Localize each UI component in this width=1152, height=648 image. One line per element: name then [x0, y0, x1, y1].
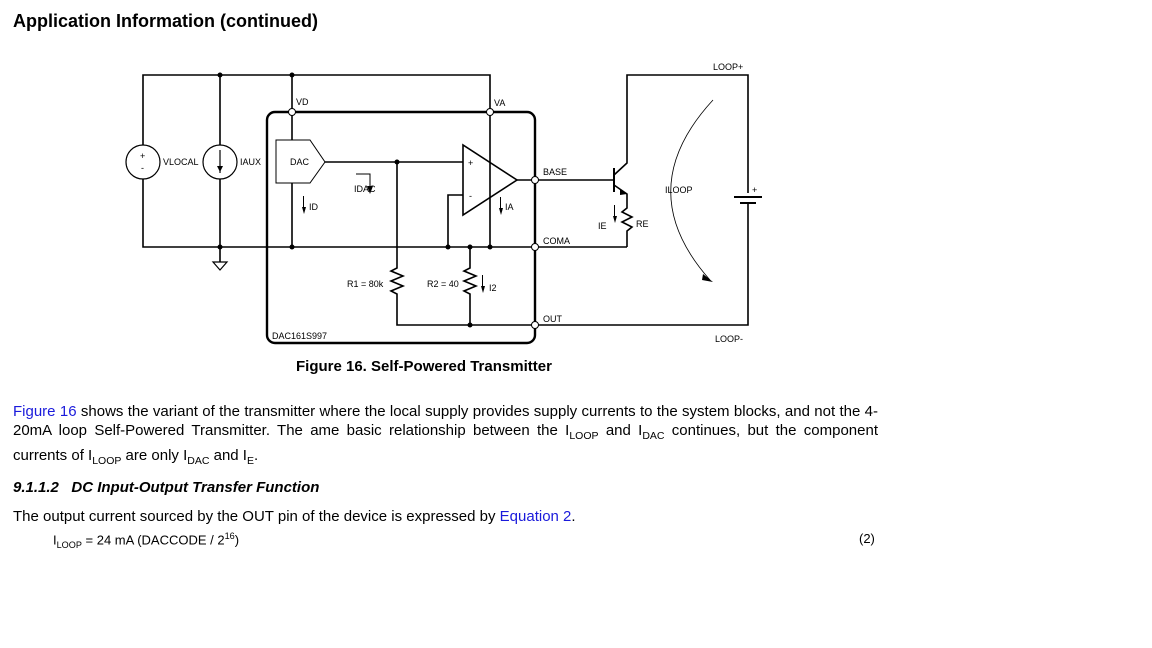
minus-sign: -: [141, 163, 144, 173]
text: and I: [209, 447, 247, 464]
sub: DAC: [187, 455, 210, 467]
dac-block-label: DAC: [290, 157, 310, 167]
chip-name: DAC161S997: [272, 331, 327, 341]
text: shows the variant of the transmitter whe…: [13, 403, 878, 439]
text: are only I: [121, 447, 188, 464]
out-pin-label: OUT: [543, 314, 563, 324]
figure-link[interactable]: Figure 16: [13, 403, 77, 420]
opamp-minus: -: [469, 191, 472, 201]
equation-link[interactable]: Equation 2: [499, 508, 572, 525]
i2-label: I2: [489, 283, 497, 293]
sup: 16: [224, 531, 235, 541]
text: .: [571, 508, 576, 525]
section-heading: 9.1.1.2 DC Input-Output Transfer Functio…: [13, 479, 320, 496]
sub: DAC: [642, 430, 665, 442]
ie-label: IE: [598, 221, 607, 231]
self-powered-transmitter-diagram: + - VLOCAL IAUX VD VA DAC IDAC ID IA + -…: [125, 62, 762, 345]
body-text: The output current sourced by the OUT pi…: [13, 508, 576, 525]
loop-minus-label: LOOP-: [715, 334, 743, 344]
r1-label: R1 = 80k: [347, 279, 384, 289]
base-pin-label: BASE: [543, 167, 567, 177]
ia-label: IA: [505, 202, 514, 212]
va-pin-label: VA: [494, 98, 505, 108]
r2-label: R2 = 40: [427, 279, 459, 289]
opamp-plus: +: [468, 158, 473, 168]
equation-number: (2): [859, 531, 875, 546]
text: ): [234, 532, 240, 548]
vlocal-label: VLOCAL: [163, 157, 199, 167]
vd-pin-label: VD: [296, 97, 309, 107]
text: The output current sourced by the OUT pi…: [13, 508, 500, 525]
equation: ILOOP = 24 mA (DACCODE / 216): [53, 531, 239, 550]
text: continues, but the component currents of…: [13, 422, 878, 464]
id-label: ID: [309, 202, 319, 212]
page-heading: Application Information (continued): [13, 11, 318, 31]
sub: LOOP: [569, 430, 599, 442]
plus-sign: +: [140, 151, 145, 161]
loop-plus-label: LOOP+: [713, 62, 743, 72]
sub: E: [246, 455, 254, 467]
body-paragraph: Figure 16 shows the variant of the trans…: [13, 402, 878, 471]
text: = 24 mA (DACCODE / 2: [81, 532, 225, 548]
figure-caption: Figure 16. Self-Powered Transmitter: [296, 358, 552, 375]
text: and I: [598, 422, 643, 439]
coma-pin-label: COMA: [543, 236, 570, 246]
iloop-label: ILOOP: [665, 185, 693, 195]
iaux-label: IAUX: [240, 157, 261, 167]
sub: LOOP: [56, 539, 82, 550]
battery-plus: +: [752, 185, 757, 195]
idac-label: IDAC: [354, 184, 376, 194]
sub: LOOP: [92, 455, 122, 467]
text: .: [253, 447, 259, 464]
re-label: RE: [636, 219, 649, 229]
text: I: [53, 532, 57, 548]
